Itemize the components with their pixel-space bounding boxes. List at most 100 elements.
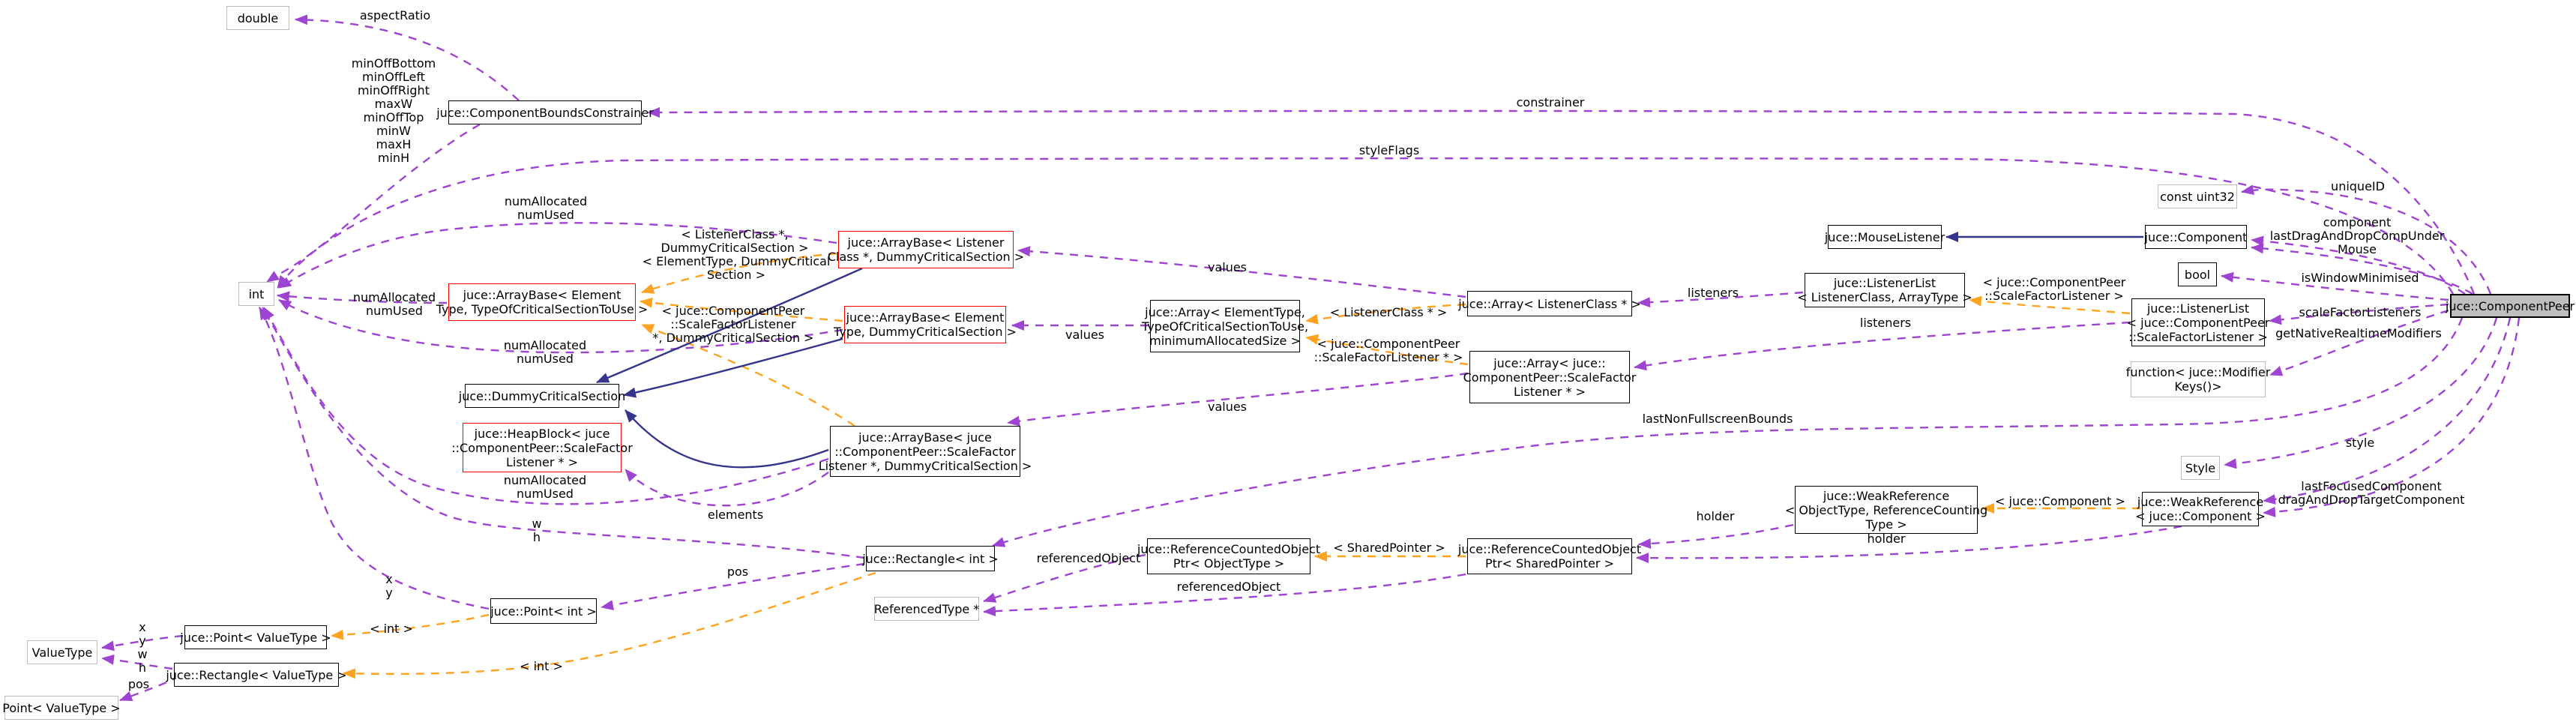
class-node-listenerlist-scalefactor[interactable]: juce::ListenerList< juce::ComponentPeer:… [2127,298,2269,346]
class-node-label: < ObjectType, ReferenceCounting [1784,502,1988,517]
edge-label-line: minOffBottom [351,56,436,70]
class-node-weakreference-component[interactable]: juce::WeakReference< juce::Component > [2135,492,2266,526]
class-node-bounds-constrainer[interactable]: juce::ComponentBoundsConstrainer [436,100,654,124]
class-node-array-scalefactor[interactable]: juce::Array< juce::ComponentPeer::ScaleF… [1463,351,1636,403]
edge-label-line: aspectRatio [359,8,431,22]
edge-label-line: numUsed [517,487,574,501]
edge-label-line: < ListenerClass *, [681,227,789,241]
edge-label-values-3: values [1208,400,1247,414]
edge-label-line: scaleFactorListeners [2299,305,2422,319]
edge-values-3 [1007,372,1469,427]
class-node-bool[interactable]: bool [2178,262,2217,286]
class-node-label: juce::Array< ListenerClass * > [1458,296,1641,311]
edge-label-iswindowminimised: isWindowMinimised [2301,271,2419,285]
class-node-label: ReferencedType * [873,601,980,616]
edge-label-tmpl-juce-component: < juce::Component > [1995,495,2125,508]
edge-label-line: x [385,572,393,586]
class-node-listenerlist-generic[interactable]: juce::ListenerList< ListenerClass, Array… [1797,273,1972,307]
edge-label-line: minW [376,124,411,138]
class-node-weakreference-generic[interactable]: juce::WeakReference< ObjectType, Referen… [1785,486,1987,534]
class-node-component[interactable]: juce::Component [2145,225,2247,249]
class-node-style-node: Style [2181,456,2220,480]
class-node-label: juce::WeakReference [2137,495,2264,509]
class-node-array-generic[interactable]: juce::Array< ElementType,TypeOfCriticalS… [1142,300,1308,352]
edge-label-line: numAllocated [503,338,587,352]
edge-scalefactorlisteners [2269,303,2449,325]
class-node-valuetype: ValueType [27,640,97,664]
class-node-label: juce::MouseListener [1824,229,1945,244]
edge-tmpl-scalefactor-listener [1969,295,2131,315]
edge-label-values-2: values [1065,328,1104,342]
edge-label-line: < int > [370,622,413,636]
edge-numused-4 [262,307,829,505]
class-node-point-valuetype[interactable]: juce::Point< ValueType > [180,625,331,649]
edge-label-line: values [1207,400,1248,414]
class-node-label: bool [2184,267,2211,282]
edge-label-line: dragAndDropTargetComponent [2278,493,2465,507]
class-node-const-uint32: const uint32 [2158,184,2237,208]
edge-component [2251,235,2466,295]
class-node-label: juce::WeakReference [1823,488,1950,503]
class-node-dummycriticalsection[interactable]: juce::DummyCriticalSection [459,384,625,408]
class-node-label: function< juce::Modifier [2125,365,2271,379]
class-node-label: juce::ReferenceCountedObject [1457,542,1642,556]
edge-tmpl-scalefactor-ptr [1305,334,1469,366]
class-node-label: juce::Point< int > [490,604,597,619]
edge-label-line: w [532,517,542,531]
edge-label-tmpl-sharedpointer: < SharedPointer > [1333,541,1445,555]
class-node-heapblock[interactable]: juce::HeapBlock< juce::ComponentPeer::Sc… [451,423,633,472]
edge-label-line: w [137,647,148,661]
class-node-componentpeer[interactable]: juce::ComponentPeer [2446,294,2575,318]
edge-label-tmpl-scalefactor-dummy: < juce::ComponentPeer::ScaleFactorListen… [652,304,813,345]
edge-label-line: minOffLeft [362,70,425,84]
class-node-rectangle-int[interactable]: juce::Rectangle< int > [862,546,999,571]
edge-label-tmpl-listenerclass-dummy: < ListenerClass *,DummyCriticalSection > [661,228,809,255]
class-node-point-int[interactable]: juce::Point< int > [490,598,597,624]
class-node-label: Type > [1865,517,1907,532]
edge-style [2224,317,2498,469]
edge-getnativerealtimemodifiers [2269,309,2449,376]
edge-wh-1 [261,307,865,559]
edge-label-line: listeners [1687,286,1739,300]
class-node-label: Listener * > [506,454,578,469]
edge-aspectratio [295,14,520,101]
class-node-mouselistener[interactable]: juce::MouseListener [1824,225,1945,249]
class-node-label: ::ScaleFactorListener > [2128,329,2268,344]
edge-holder-1 [1638,523,1794,550]
class-node-arraybase-scalefactor[interactable]: juce::ArrayBase< juce::ComponentPeer::Sc… [819,426,1032,477]
edge-label-line: style [2345,436,2375,450]
class-node-label: TypeOfCriticalSectionToUse, [1141,319,1309,334]
edge-label-line: pos [127,677,150,691]
edge-tmpl-int-1 [331,613,490,640]
edge-label-tmpl-int-2: < int > [520,660,563,673]
edge-tmpl-int-2 [343,571,876,679]
edge-label-line: Section > [707,268,765,282]
edge-label-line: DummyCriticalSection > [660,241,809,255]
class-node-label: juce::ReferenceCountedObject [1137,542,1321,556]
class-node-label: Class *, DummyCriticalSection > [827,250,1025,264]
class-node-label: < juce::Component > [2135,509,2266,523]
class-node-rectangle-valuetype[interactable]: juce::Rectangle< ValueType > [166,663,347,687]
edge-label-line: holder [1867,532,1906,546]
class-node-label: ValueType [31,645,93,660]
edge-label-line: x [139,620,146,634]
edge-label-line: styleFlags [1358,143,1420,157]
class-node-label: juce::Array< ElementType, [1145,304,1305,319]
class-node-label: juce::Array< juce:: [1493,355,1606,370]
edge-label-line: numAllocated [503,473,587,487]
edge-tmpl-listenerclass-ptr [1305,303,1466,325]
edge-label-values-1: values [1208,261,1247,274]
class-node-label: juce::ArrayBase< Element [846,310,1005,325]
class-node-array-listenerclass[interactable]: juce::Array< ListenerClass * > [1458,291,1641,316]
